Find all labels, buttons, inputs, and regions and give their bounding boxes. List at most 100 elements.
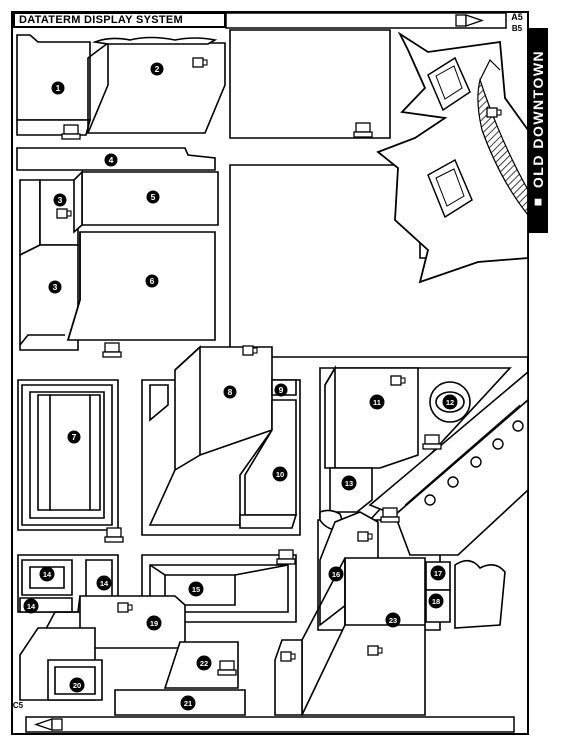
window-title: DATATERM DISPLAY SYSTEM xyxy=(13,12,226,28)
marker-dot xyxy=(67,430,81,444)
marker-number: 18 xyxy=(432,597,440,606)
elevated-railway xyxy=(368,370,529,556)
marker-dot xyxy=(385,612,401,628)
building-marker-22[interactable]: 22 xyxy=(196,655,212,671)
marker-number: 11 xyxy=(373,398,381,407)
grid-reference-bottom: C5 xyxy=(12,701,24,710)
building-marker-8[interactable]: 8 xyxy=(223,385,237,399)
building-3b xyxy=(19,244,79,351)
grid-ref-a5: A5 xyxy=(511,12,523,22)
marker-dot xyxy=(48,280,62,294)
marker-number: 4 xyxy=(109,155,114,165)
building-marker-12[interactable]: 12 xyxy=(442,394,458,410)
marker-dot xyxy=(188,581,204,597)
marker-dot xyxy=(223,385,237,399)
marker-number: 10 xyxy=(276,470,284,479)
marker-number: 1 xyxy=(56,83,61,93)
building-2 xyxy=(86,42,226,134)
grid-reference-top: A5 B5 xyxy=(506,12,528,34)
grid-ref-b5: B5 xyxy=(511,24,523,33)
building-marker-9[interactable]: 9 xyxy=(274,383,288,397)
building-marker-17[interactable]: 17 xyxy=(430,565,446,581)
marker-dot xyxy=(341,475,357,491)
building-marker-3[interactable]: 3 xyxy=(53,193,67,207)
marker-number: 14 xyxy=(100,579,109,588)
marker-number: 6 xyxy=(150,276,155,286)
terminal-icon xyxy=(422,434,442,450)
marker-number: 9 xyxy=(279,385,284,395)
marker-number: 8 xyxy=(228,387,233,397)
building-marker-14[interactable]: 14 xyxy=(23,598,39,614)
marker-number: 17 xyxy=(434,569,442,578)
marker-number: 14 xyxy=(43,570,52,579)
block-north-middle xyxy=(229,29,391,139)
terminal-icon xyxy=(276,549,296,565)
marker-dot xyxy=(328,566,344,582)
marker-dot xyxy=(428,593,444,609)
marker-number: 19 xyxy=(150,619,158,628)
building-marker-14[interactable]: 14 xyxy=(96,575,112,591)
marker-dot xyxy=(146,190,160,204)
building-marker-3[interactable]: 3 xyxy=(48,280,62,294)
terminal-icon xyxy=(102,342,122,358)
building-marker-14[interactable]: 14 xyxy=(39,566,55,582)
central-plaza xyxy=(376,31,529,284)
marker-dot xyxy=(196,655,212,671)
building-marker-19[interactable]: 19 xyxy=(146,615,162,631)
marker-dot xyxy=(146,615,162,631)
scroll-right-arrow-icon[interactable] xyxy=(225,12,507,29)
building-1 xyxy=(16,34,91,121)
buildings-middle xyxy=(21,345,471,531)
marker-number: 15 xyxy=(192,585,200,594)
building-marker-5[interactable]: 5 xyxy=(146,190,160,204)
building-marker-11[interactable]: 11 xyxy=(369,394,385,410)
marker-number: 16 xyxy=(332,570,340,579)
marker-dot xyxy=(104,153,118,167)
marker-dot xyxy=(96,575,112,591)
building-marker-10[interactable]: 10 xyxy=(272,466,288,482)
district-tab-background xyxy=(528,28,548,233)
building-marker-1[interactable]: 1 xyxy=(51,81,65,95)
building-marker-7[interactable]: 7 xyxy=(67,430,81,444)
marker-dot xyxy=(274,383,288,397)
marker-dot xyxy=(272,466,288,482)
building-21 xyxy=(114,689,246,716)
marker-number: 7 xyxy=(72,432,77,442)
plaza-kiosk-north xyxy=(427,56,471,112)
building-marker-21[interactable]: 21 xyxy=(180,695,196,711)
terminal-icon xyxy=(61,124,81,140)
marker-number: 13 xyxy=(345,479,353,488)
marker-number: 2 xyxy=(155,64,160,74)
marker-dot xyxy=(51,81,65,95)
marker-number: 21 xyxy=(184,699,192,708)
scroll-left-arrow-icon[interactable] xyxy=(25,716,515,733)
district-tab-label[interactable]: ■ OLD DOWNTOWN xyxy=(530,49,546,212)
building-marker-4[interactable]: 4 xyxy=(104,153,118,167)
terminal-icon xyxy=(104,527,124,543)
terminal-icon xyxy=(217,660,237,676)
marker-dot xyxy=(145,274,159,288)
building-marker-13[interactable]: 13 xyxy=(341,475,357,491)
building-marker-16[interactable]: 16 xyxy=(328,566,344,582)
marker-number: 23 xyxy=(389,616,397,625)
building-marker-18[interactable]: 18 xyxy=(428,593,444,609)
marker-dot xyxy=(39,566,55,582)
building-marker-23[interactable]: 23 xyxy=(385,612,401,628)
building-marker-6[interactable]: 6 xyxy=(145,274,159,288)
buildings-northwest xyxy=(16,34,226,351)
building-marker-20[interactable]: 20 xyxy=(69,677,85,693)
marker-dot xyxy=(442,394,458,410)
building-marker-15[interactable]: 15 xyxy=(188,581,204,597)
marker-number: 5 xyxy=(151,192,156,202)
marker-dot xyxy=(180,695,196,711)
marker-number: 20 xyxy=(73,681,81,690)
building-marker-2[interactable]: 2 xyxy=(150,62,164,76)
marker-dot xyxy=(150,62,164,76)
plaza-kiosk-south xyxy=(427,158,473,219)
marker-number: 12 xyxy=(446,398,454,407)
terminal-icon xyxy=(353,122,373,138)
terminal-icon xyxy=(380,507,400,523)
